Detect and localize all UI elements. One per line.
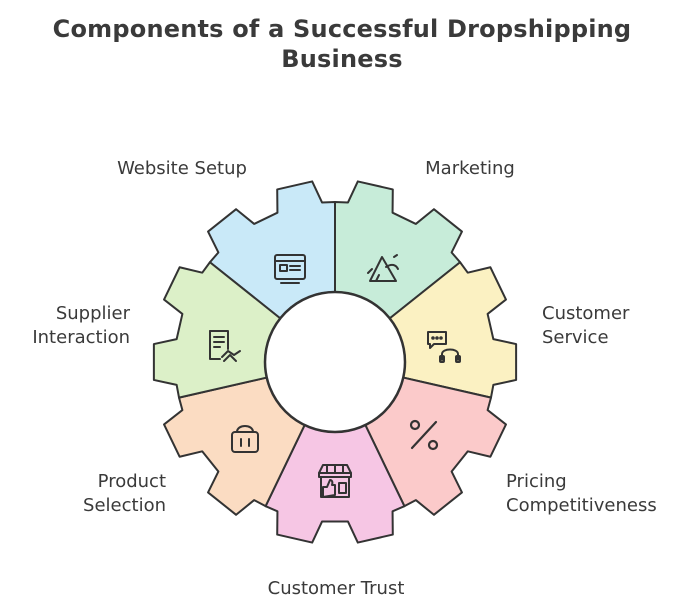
label-website-setup: Website Setup (112, 157, 252, 181)
shopping-basket-icon (231, 425, 259, 453)
storefront-thumbs-up-icon (318, 464, 352, 498)
label-pricing-line1: Pricing (506, 471, 567, 492)
label-product-line2: Selection (83, 495, 166, 516)
label-customer-service-line2: Service (542, 327, 609, 348)
gear-segments (152, 180, 518, 544)
label-supplier-line2: Interaction (32, 327, 130, 348)
label-customer-trust: Customer Trust (256, 577, 416, 601)
contract-handshake-icon (209, 330, 241, 362)
label-product-selection: Product Selection (40, 470, 166, 518)
diagram-title: Components of a Successful Dropshipping … (0, 14, 684, 74)
label-customer-trust-text: Customer Trust (267, 578, 405, 599)
label-pricing-competitiveness: Pricing Competitiveness (506, 470, 657, 518)
label-marketing-text: Marketing (425, 158, 515, 179)
label-pricing-line2: Competitiveness (506, 495, 657, 516)
label-product-line1: Product (97, 471, 166, 492)
label-customer-service: Customer Service (542, 302, 629, 350)
label-marketing: Marketing (415, 157, 525, 181)
gear-center-hub (263, 290, 407, 434)
website-icon (274, 254, 306, 284)
label-supplier-interaction: Supplier Interaction (10, 302, 130, 350)
label-supplier-line1: Supplier (55, 303, 130, 324)
megaphone-icon (367, 254, 399, 282)
label-website-setup-text: Website Setup (117, 158, 247, 179)
label-customer-service-line1: Customer (542, 303, 630, 324)
percent-icon (409, 419, 439, 451)
title-line-2: Business (281, 45, 403, 73)
chat-headset-icon (427, 331, 461, 363)
title-line-1: Components of a Successful Dropshipping (52, 15, 632, 43)
